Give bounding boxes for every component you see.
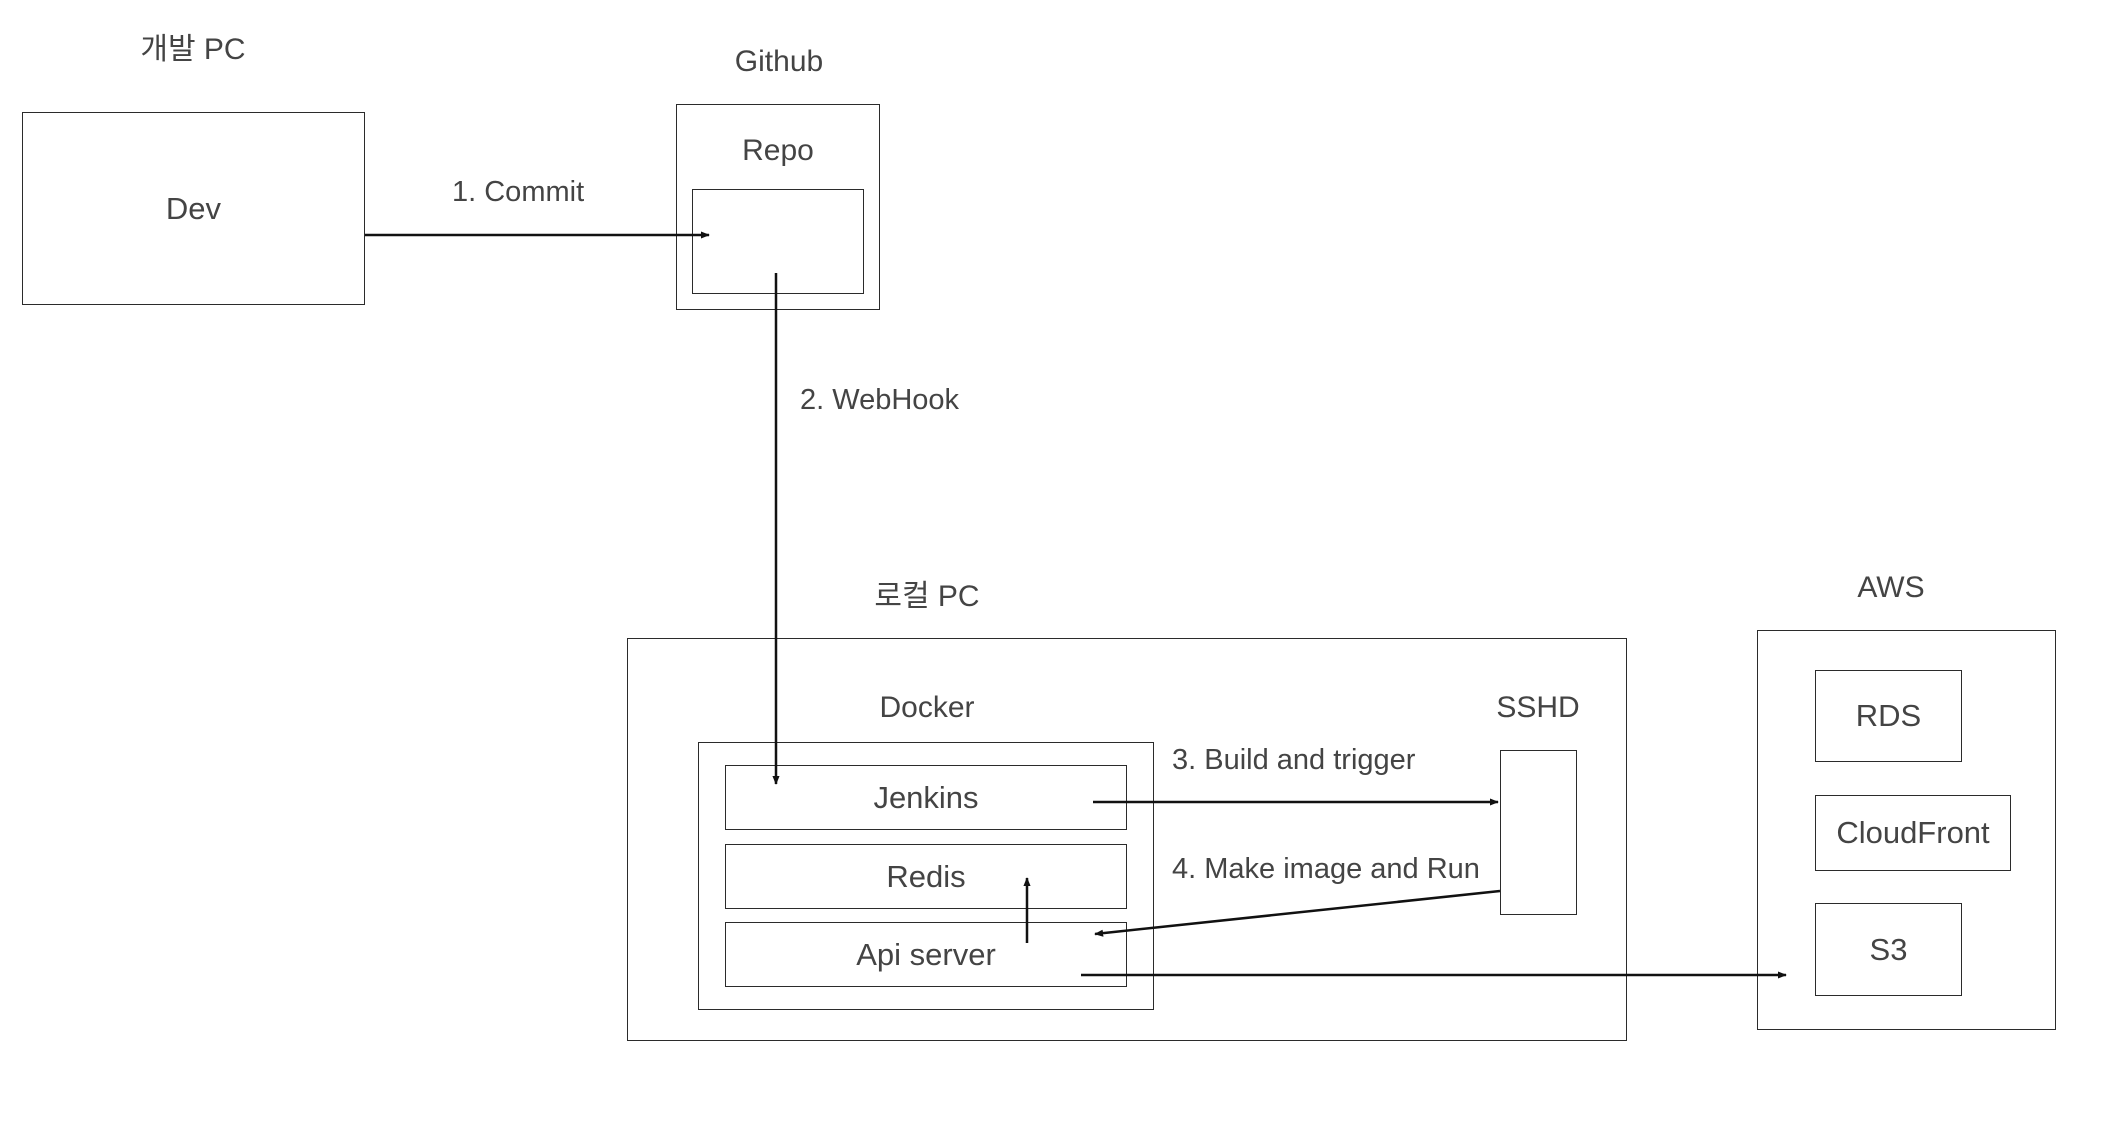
make-image-run-edge-label: 4. Make image and Run <box>1172 853 1480 885</box>
group-label-local-pc: 로컬 PC <box>874 580 980 613</box>
commit-edge-label: 1. Commit <box>452 176 585 208</box>
dev-node: Dev <box>22 112 365 305</box>
rds-node-label: RDS <box>1855 698 1922 733</box>
group-label-sshd: SSHD <box>1496 691 1580 724</box>
s3-node: S3 <box>1815 903 1962 996</box>
jenkins-node-label: Jenkins <box>873 779 979 815</box>
webhook-edge-label: 2. WebHook <box>800 384 960 416</box>
redis-node-label: Redis <box>886 858 966 894</box>
build-trigger-edge-label: 3. Build and trigger <box>1172 744 1416 776</box>
cloudfront-node: CloudFront <box>1815 795 2011 871</box>
make-image-run-arrow <box>1094 889 1501 937</box>
local-pc-container <box>627 638 1627 1041</box>
s3-node-label: S3 <box>1869 931 1908 967</box>
docker-container <box>698 742 1154 1010</box>
sshd-node <box>1500 750 1577 915</box>
dev-node-label: Dev <box>165 190 222 226</box>
api-server-node-label: Api server <box>856 936 996 972</box>
group-label-dev-pc: 개발 PC <box>140 33 246 66</box>
github-container <box>676 104 880 310</box>
group-label-aws: AWS <box>1857 571 1925 604</box>
jenkins-node: Jenkins <box>725 765 1127 830</box>
group-label-docker: Docker <box>879 691 975 724</box>
aws-container <box>1757 630 2056 1030</box>
group-label-github: Github <box>734 45 824 78</box>
repo-label: Repo <box>742 134 814 167</box>
cloudfront-node-label: CloudFront <box>1836 815 1990 850</box>
redis-node: Redis <box>725 844 1127 909</box>
api-server-node: Api server <box>725 922 1127 987</box>
repo-node <box>692 189 864 294</box>
rds-node: RDS <box>1815 670 1962 762</box>
